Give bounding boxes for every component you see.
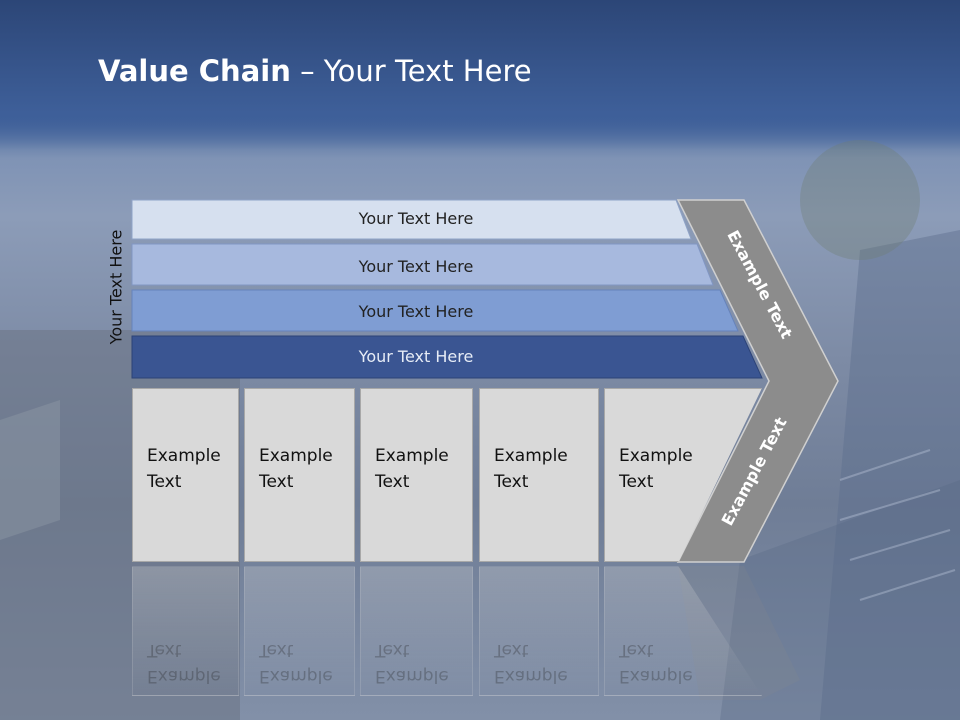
bar-1-label: Your Text Here (358, 209, 474, 228)
box-3-reflection-line2: Text (375, 640, 410, 660)
box-4-reflection-line1: Example (494, 666, 568, 686)
box-1-line1: Example (147, 446, 221, 466)
box-1-reflection: Example Text (132, 566, 239, 696)
box-2-reflection-line1: Example (259, 666, 333, 686)
box-2-reflection-line2: Text (259, 640, 294, 660)
box-4: Example Text (479, 388, 599, 562)
bar-2-label: Your Text Here (358, 257, 474, 276)
chevron-arrow (676, 199, 839, 563)
box-4-line1: Example (494, 446, 568, 466)
box-2: Example Text (244, 388, 355, 562)
chevron-reflection (678, 566, 800, 700)
box-3-line2: Text (375, 472, 410, 492)
box-5-reflection-line1: Example (619, 666, 693, 686)
box-2-line2: Text (259, 472, 294, 492)
bar-1 (131, 199, 692, 240)
box-3: Example Text (360, 388, 473, 562)
box-3-line1: Example (375, 446, 449, 466)
box-5-line1: Example (619, 446, 693, 466)
bar-4 (131, 335, 763, 379)
box-3-reflection-line1: Example (375, 666, 449, 686)
box-5-line2: Text (619, 472, 654, 492)
box-4-reflection: Example Text (479, 566, 599, 696)
box-4-line2: Text (494, 472, 529, 492)
box-1-reflection-line2: Text (147, 640, 182, 660)
box-1-line2: Text (147, 472, 182, 492)
box-2-line1: Example (259, 446, 333, 466)
box-1-reflection-line1: Example (147, 666, 221, 686)
box-4-reflection-line2: Text (494, 640, 529, 660)
bar-4-label: Your Text Here (358, 347, 474, 366)
bar-3-label: Your Text Here (358, 302, 474, 321)
bar-3 (131, 289, 739, 332)
title-rest: – Your Text Here (290, 54, 532, 88)
box-5-reflection-line2: Text (619, 640, 654, 660)
box-1: Example Text (132, 388, 239, 562)
bar-2 (131, 243, 714, 286)
title-bold: Value Chain (98, 54, 291, 88)
box-2-reflection: Example Text (244, 566, 355, 696)
slide-title: Value Chain – Your Text Here (98, 54, 532, 88)
box-3-reflection: Example Text (360, 566, 473, 696)
